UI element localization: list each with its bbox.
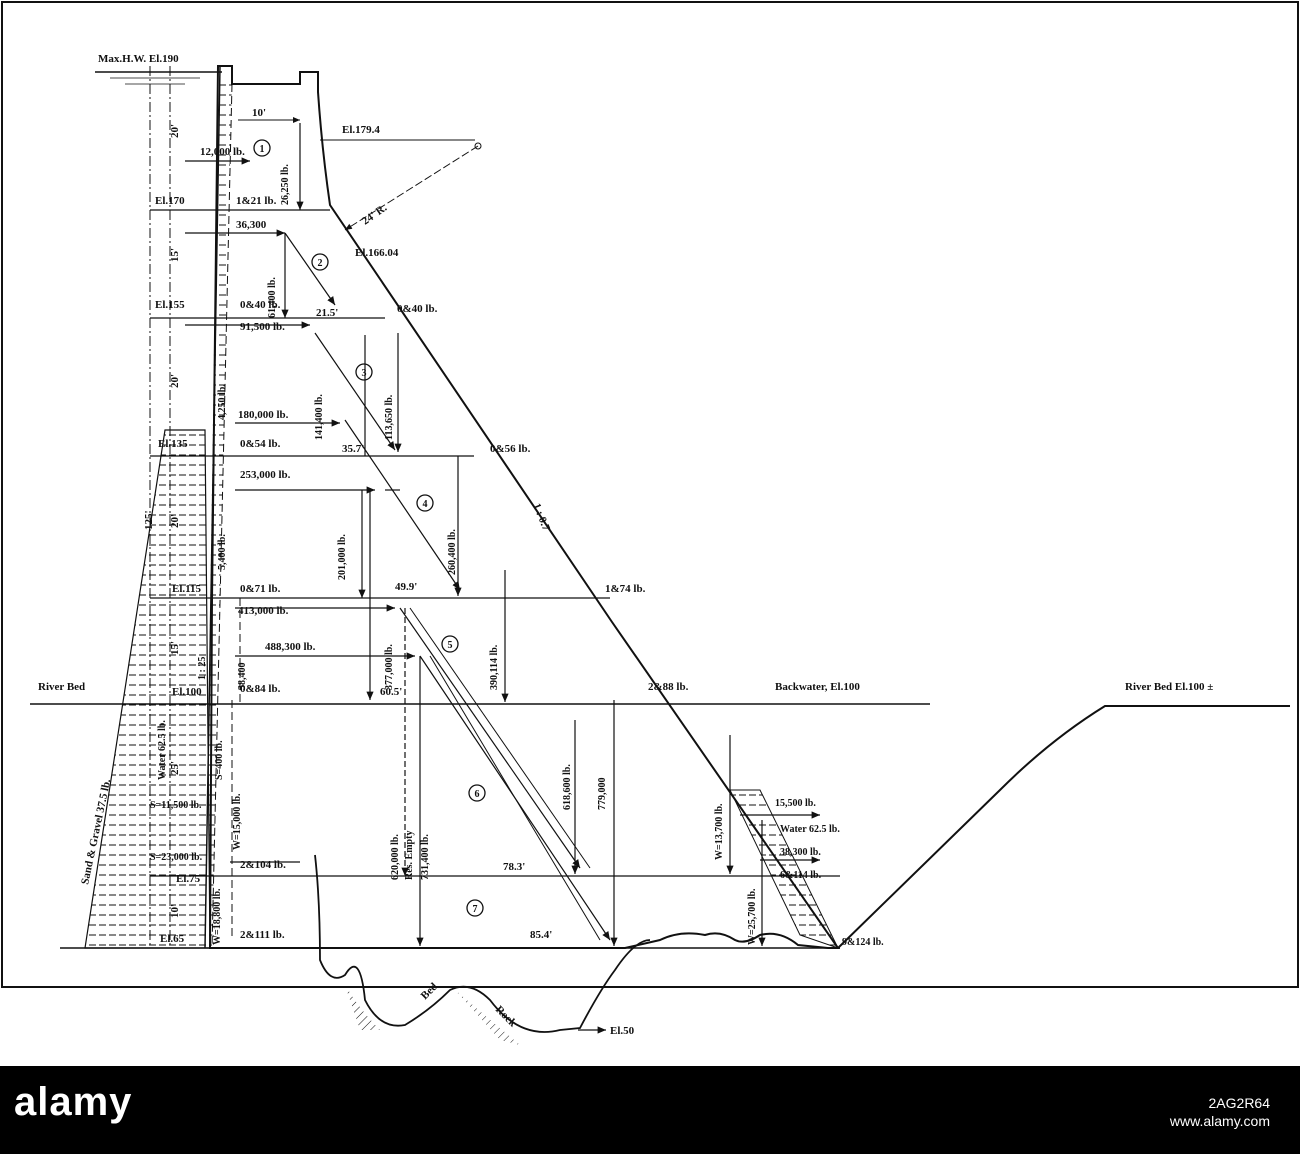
backwater-label: Backwater, El.100 xyxy=(775,681,860,693)
max-hw-label: Max.H.W. El.190 xyxy=(98,53,179,65)
force-0-54: 0&54 lb. xyxy=(240,438,281,450)
image-id: 2AG2R64 xyxy=(1208,1095,1270,1111)
section-2-label: 2 xyxy=(318,258,323,269)
force-9-124: 9&124 lb. xyxy=(842,937,884,948)
water-62-5-left: Water 62.5 lb. xyxy=(157,720,168,780)
dim-20b: 20' xyxy=(169,374,181,388)
force-2-111: 2&111 lb. xyxy=(240,929,285,941)
el115-label: El.115 xyxy=(172,583,202,595)
res-empty-label: Res. Empty xyxy=(404,831,415,880)
force-201000: 201,000 lb. xyxy=(337,534,348,580)
dim-10b: 10' xyxy=(169,904,181,918)
force-141400: 141,400 lb. xyxy=(314,394,325,440)
force-91500: 91,500 lb. xyxy=(240,321,285,333)
dam-outline xyxy=(208,65,840,949)
force-413000: 413,000 lb. xyxy=(238,605,289,617)
el135-label: El.135 xyxy=(158,438,188,450)
dim-10: 10' xyxy=(252,107,266,119)
dim-24r: 24' R. xyxy=(360,202,390,228)
el100-label: El.100 xyxy=(172,686,202,698)
force-s23000: S=23,000 lb. xyxy=(150,852,203,863)
force-0-71: 0&71 lb. xyxy=(240,583,281,595)
force-5400: 5,400 lb. xyxy=(217,534,228,570)
el50-label: El.50 xyxy=(610,1025,635,1037)
watermark-code: 2AG2R64 www.alamy.com xyxy=(1170,1094,1270,1130)
force-12000: 12,000 lb. xyxy=(200,146,245,158)
force-26250: 26,250 lb. xyxy=(280,164,291,205)
force-36300: 36,300 xyxy=(236,219,267,231)
ratio-1-25: 1 : 25 xyxy=(197,657,208,680)
force-s11500: S=11,500 lb. xyxy=(150,800,202,811)
force-1-21: 1&21 lb. xyxy=(236,195,277,207)
section-1-label: 1 xyxy=(260,144,265,155)
force-0-84: 0&84 lb. xyxy=(240,683,281,695)
section-4-label: 4 xyxy=(423,499,428,510)
force-0-40a: 0&40 lb. xyxy=(240,299,281,311)
dim-25: 25' xyxy=(169,761,181,775)
force-0-56: 0&56 lb. xyxy=(490,443,531,455)
force-61400: 61,400 lb. xyxy=(267,277,278,318)
force-390114: 390,114 lb. xyxy=(489,644,500,690)
el75-label: El.75 xyxy=(176,873,201,885)
dim-20c: 20' xyxy=(169,514,181,528)
el179-label: El.179.4 xyxy=(342,124,380,136)
force-15500: 15,500 lb. xyxy=(775,798,816,809)
watermark-bar xyxy=(0,1066,1300,1154)
force-38400: 38,400 xyxy=(237,663,248,691)
width-35-7: 35.7' xyxy=(342,443,364,455)
force-113650: 113,650 lb. xyxy=(384,394,395,440)
force-w13700: W=13,700 lb. xyxy=(714,803,725,860)
force-2-104: 2&104 lb. xyxy=(240,859,286,871)
force-779000: 779,000 xyxy=(597,778,608,811)
force-377000: 377,000 lb. xyxy=(384,644,395,690)
force-618600: 618,600 lb. xyxy=(562,764,573,810)
section-5-label: 5 xyxy=(448,640,453,651)
force-180000: 180,000 lb. xyxy=(238,409,289,421)
force-w25700: W=25,700 lb. xyxy=(747,888,758,945)
force-w15000: W=15,000 lb. xyxy=(232,793,243,850)
water-62-5-right: Water 62.5 lb. xyxy=(780,824,840,835)
force-w18800: W=18,800 lb. xyxy=(212,888,223,945)
width-78-3: 78.3' xyxy=(503,861,525,873)
force-260400: 260,400 lb. xyxy=(447,529,458,575)
alamy-logo: alamy xyxy=(14,1080,133,1124)
river-bed-downstream xyxy=(837,705,1290,949)
el170-label: El.170 xyxy=(155,195,185,207)
section-6-label: 6 xyxy=(475,789,480,800)
el155-label: El.155 xyxy=(155,299,185,311)
width-49-9: 49.9' xyxy=(395,581,417,593)
force-38300: 38,300 lb. xyxy=(780,847,821,858)
river-bed-left-label: River Bed xyxy=(38,681,85,693)
force-488300: 488,300 lb. xyxy=(265,641,316,653)
site-url: www.alamy.com xyxy=(1169,1113,1270,1129)
el166-label: El.166.04 xyxy=(355,247,399,259)
dim-15b: 15' xyxy=(169,641,181,655)
section-markers: 1 2 3 4 5 6 7 xyxy=(253,139,486,917)
width-60-5: 60.5' xyxy=(380,686,402,698)
section-3-label: 3 xyxy=(362,368,367,379)
force-s400: S=400 lb. xyxy=(214,740,225,780)
force-0-40b: 0&40 lb. xyxy=(397,303,438,315)
force-620000: 620,000 lb. xyxy=(390,834,401,880)
river-bed-right-label: River Bed El.100 ± xyxy=(1125,681,1213,693)
dim-20a: 20' xyxy=(169,124,181,138)
el65-label: El.65 xyxy=(160,933,185,945)
force-2-88: 2&88 lb. xyxy=(648,681,689,693)
section-7-label: 7 xyxy=(473,904,478,915)
width-21-5: 21.5' xyxy=(316,307,338,319)
force-6-114: 6&114 lb. xyxy=(780,870,822,881)
rock-foundation xyxy=(314,854,651,1033)
force-253000: 253,000 lb. xyxy=(240,469,291,481)
dim-slope: 1 : 0.7 xyxy=(530,502,552,533)
bed-label: Bed xyxy=(419,981,440,1002)
force-4250: 4,250 lb. xyxy=(217,384,228,420)
diagram-frame xyxy=(1,1,1299,988)
force-1-74: 1&74 lb. xyxy=(605,583,646,595)
dim-15a: 15' xyxy=(169,248,181,262)
dim-125: 125' xyxy=(143,510,155,530)
force-731400: 731,400 lb. xyxy=(420,834,431,880)
width-85-4: 85.4' xyxy=(530,929,552,941)
